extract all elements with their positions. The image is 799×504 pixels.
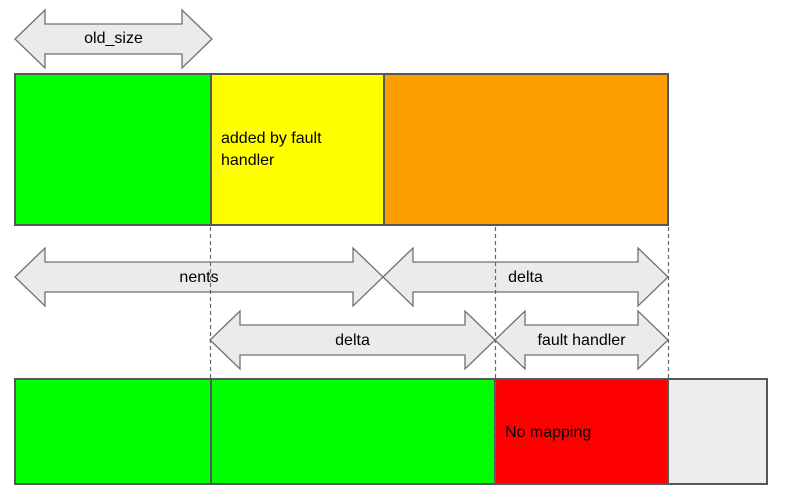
nents-label: nents: [179, 269, 219, 286]
old-size-arrow: [14, 8, 213, 70]
top-bar-green-segment: [14, 73, 212, 226]
added-by-fault-handler-label: added by fault handler: [221, 130, 322, 169]
bottom-bar-green-segment-right: [210, 378, 496, 485]
bottom-bar-gray-segment: [667, 378, 768, 485]
no-mapping-label: No mapping: [505, 424, 592, 441]
top-bar-yellow-segment: [210, 73, 385, 226]
old-size-label: old_size: [84, 30, 143, 47]
delta-top-label: delta: [508, 269, 543, 286]
top-bar-orange-segment: [383, 73, 669, 226]
bottom-bar-green-segment-left: [14, 378, 212, 485]
fault-handler-label: fault handler: [537, 332, 626, 349]
bottom-bar-red-segment: [494, 378, 669, 485]
delta-bottom-label: delta: [335, 332, 370, 349]
